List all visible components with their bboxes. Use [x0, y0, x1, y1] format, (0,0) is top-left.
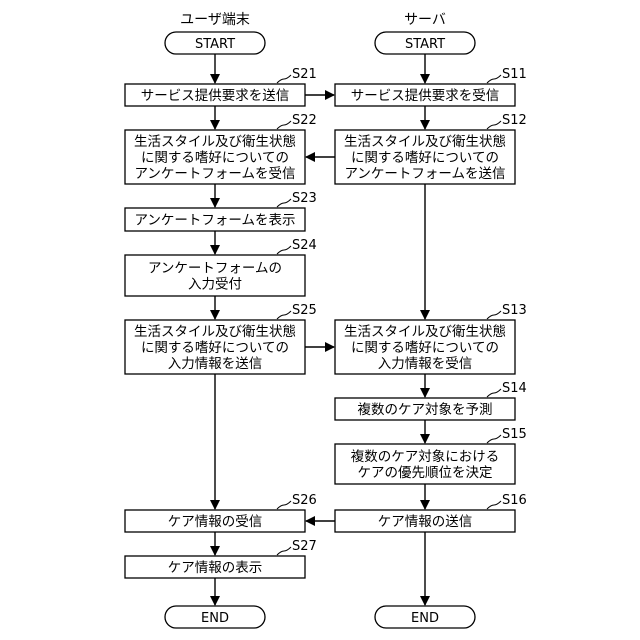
step-s26-label-tick: [277, 501, 291, 509]
end-terminal-user: [165, 606, 265, 628]
step-s27-label-tick: [277, 547, 291, 555]
step-s16-label-tick: [487, 501, 501, 509]
step-s12-box: [335, 130, 515, 184]
step-s27-box: [125, 556, 305, 578]
step-s23-box: [125, 208, 305, 231]
step-s23-label-tick: [277, 199, 291, 207]
step-s21-box: [125, 84, 305, 106]
flow-nodes: ユーザ端末サーバSTARTSTARTENDENDサービス提供要求を送信S21生活…: [125, 12, 527, 628]
step-s14-step-label: S14: [502, 381, 527, 396]
step-s13-box: [335, 320, 515, 374]
step-s13-label-tick: [487, 311, 501, 319]
step-s13-step-label: S13: [502, 303, 527, 318]
step-s15-box: [335, 444, 515, 484]
step-s12-step-label: S12: [502, 113, 527, 128]
step-s26-step-label: S26: [292, 493, 317, 508]
step-s14-label-tick: [487, 389, 501, 397]
step-s12-label-tick: [487, 121, 501, 129]
start-terminal-user: [165, 32, 265, 54]
start-terminal-server: [375, 32, 475, 54]
step-s21-label-tick: [277, 75, 291, 83]
step-s15-label-tick: [487, 435, 501, 443]
step-s23-step-label: S23: [292, 191, 317, 206]
step-s27-step-label: S27: [292, 539, 317, 554]
step-s21-step-label: S21: [292, 67, 317, 82]
step-s16-box: [335, 510, 515, 532]
step-s11-box: [335, 84, 515, 106]
step-s15-step-label: S15: [502, 427, 527, 442]
step-s24-label-tick: [277, 246, 291, 254]
step-s25-label-tick: [277, 311, 291, 319]
step-s11-label-tick: [487, 75, 501, 83]
step-s24-box: [125, 255, 305, 296]
step-s26-box: [125, 510, 305, 532]
step-s14-box: [335, 398, 515, 420]
step-s22-step-label: S22: [292, 113, 317, 128]
step-s11-step-label: S11: [502, 67, 527, 82]
step-s25-box: [125, 320, 305, 374]
column-title-user-terminal: ユーザ端末: [180, 12, 250, 28]
step-s25-step-label: S25: [292, 303, 317, 318]
step-s16-step-label: S16: [502, 493, 527, 508]
column-title-server: サーバ: [404, 12, 446, 28]
step-s24-step-label: S24: [292, 238, 317, 253]
end-terminal-server: [375, 606, 475, 628]
step-s22-box: [125, 130, 305, 184]
step-s22-label-tick: [277, 121, 291, 129]
